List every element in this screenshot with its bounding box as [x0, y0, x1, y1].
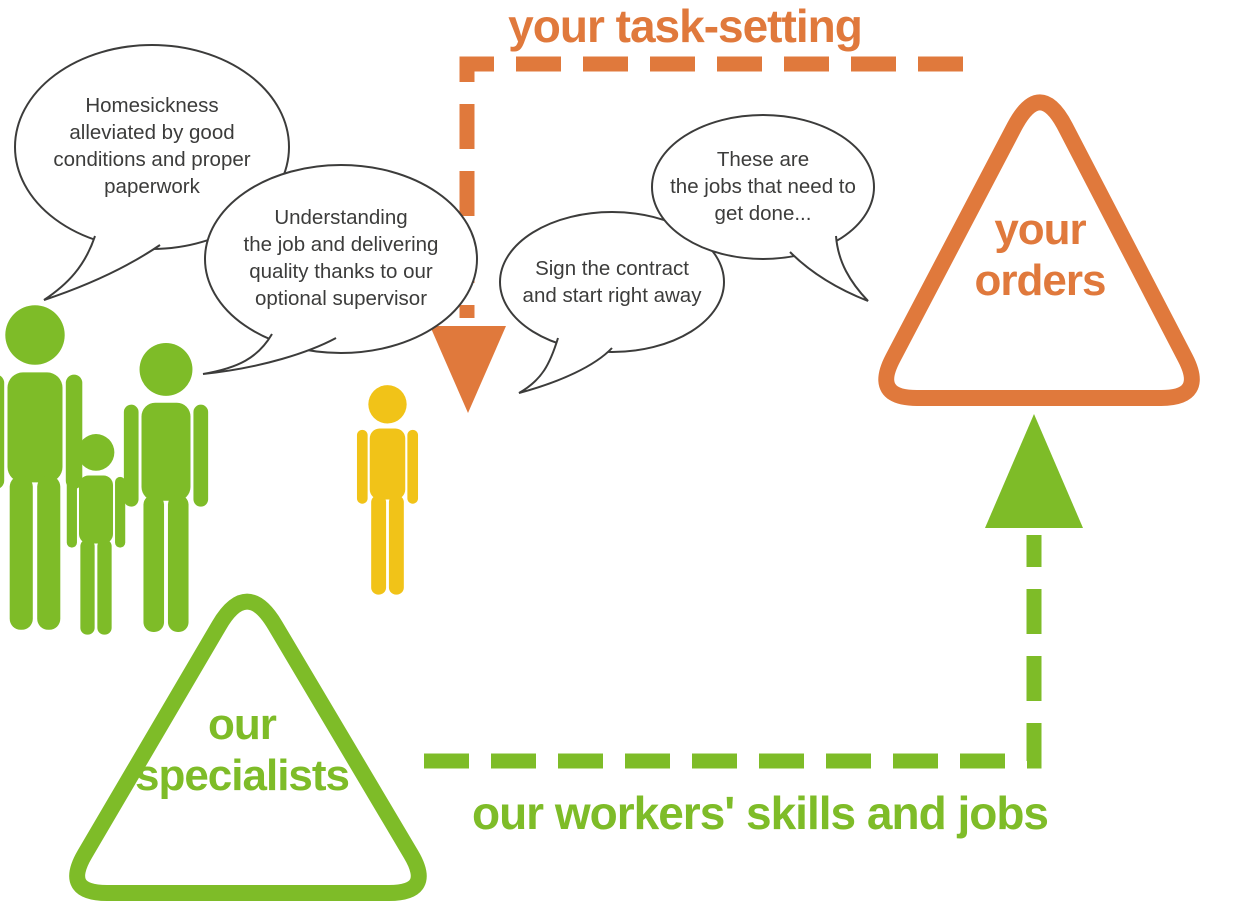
worker-icon-3 [123, 342, 209, 633]
speech-bubble-4-text: These are the jobs that need to get done… [670, 148, 856, 226]
speech-bubble-3 [499, 211, 725, 394]
orders-triangle [878, 94, 1200, 406]
specialists-node-label: our specialists [134, 700, 350, 800]
orders-node-label: your orders [974, 205, 1107, 305]
specialists-triangle [69, 593, 427, 901]
speech-bubble-2-text: Understanding the job and delivering qua… [243, 206, 439, 311]
task-setting-dashed-connector [459, 56, 963, 318]
task-setting-arrow-down-icon [430, 326, 506, 413]
skills-dashed-connector [424, 535, 1042, 769]
skills-label: our workers' skills and jobs [471, 787, 1049, 839]
task-setting-label: your task-setting [508, 0, 863, 52]
speech-bubble-1-text: Homesickness alleviated by good conditio… [53, 94, 251, 199]
speech-bubble-2 [202, 164, 478, 375]
speech-bubble-3-text: Sign the contract and start right away [522, 257, 702, 308]
speech-bubble-1 [14, 44, 290, 301]
skills-arrow-up-icon [985, 414, 1083, 528]
speech-bubble-4 [651, 114, 875, 302]
worker-icon-1 [0, 305, 83, 630]
candidate-worker-icon [356, 385, 419, 595]
